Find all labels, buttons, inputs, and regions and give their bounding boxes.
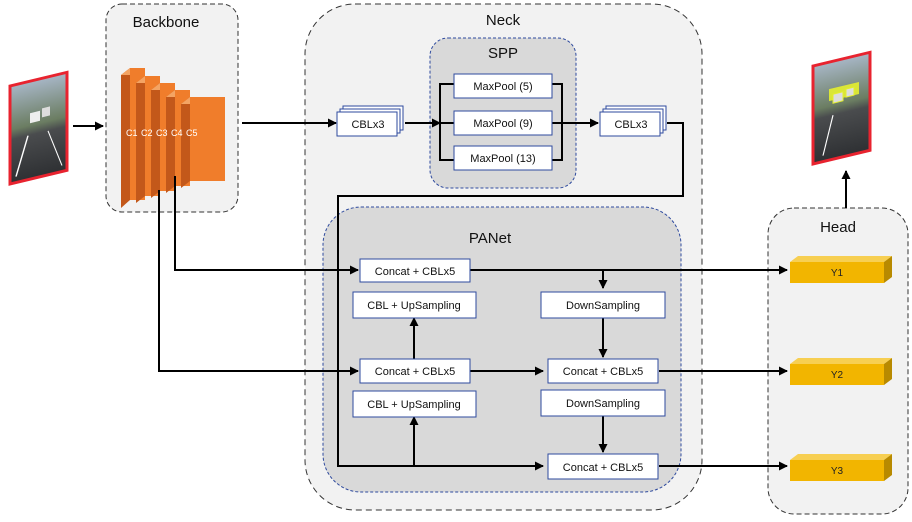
head-title: Head	[820, 219, 856, 236]
maxpool-9-box	[453, 110, 553, 136]
panet-title: PANet	[469, 230, 512, 247]
layer-c5	[181, 97, 225, 188]
concat-mid-label: Concat + CBLx5	[375, 366, 455, 378]
cbl-out-stack	[599, 105, 667, 137]
layer-label-c4: C4	[171, 128, 183, 138]
layer-label-c5: C5	[186, 128, 198, 138]
concat-right-mid-label: Concat + CBLx5	[563, 366, 643, 378]
neck-title: Neck	[486, 12, 521, 29]
up-top-label: CBL + UpSampling	[367, 300, 460, 312]
backbone-title: Backbone	[133, 14, 200, 31]
up-bottom-label: CBL + UpSampling	[367, 399, 460, 411]
concat-top-box	[359, 258, 471, 283]
output-y2	[790, 358, 892, 385]
cbl-in-stack	[336, 105, 404, 137]
cbl-in-label: CBLx3	[351, 119, 384, 131]
down-top-label: DownSampling	[566, 300, 640, 312]
concat-bottom-label: Concat + CBLx5	[563, 462, 643, 474]
down-bottom-box	[540, 389, 666, 417]
panet-panel	[322, 206, 682, 493]
cbl-out-label: CBLx3	[614, 119, 647, 131]
concat-right-mid-box	[547, 358, 659, 384]
down-bottom-label: DownSampling	[566, 398, 640, 410]
input-image	[8, 70, 69, 186]
down-top-box	[540, 291, 666, 319]
up-bottom-box	[352, 390, 477, 418]
output-image	[811, 50, 872, 166]
concat-mid-box	[359, 358, 471, 384]
layer-label-c2: C2	[141, 128, 153, 138]
maxpool-9-label: MaxPool (9)	[473, 118, 532, 130]
maxpool-5-label: MaxPool (5)	[473, 81, 532, 93]
output-y3-label: Y3	[831, 466, 844, 477]
output-y2-label: Y2	[831, 370, 844, 381]
maxpool-13-label: MaxPool (13)	[470, 153, 535, 165]
layer-label-c1: C1	[126, 128, 138, 138]
maxpool-5-box	[453, 73, 553, 99]
output-y1-label: Y1	[831, 268, 844, 279]
output-y1	[790, 256, 892, 283]
concat-top-label: Concat + CBLx5	[375, 266, 455, 278]
backbone-layers: C1 C2 C3 C4 C5	[121, 68, 225, 208]
layer-label-c3: C3	[156, 128, 168, 138]
up-top-box	[352, 291, 477, 319]
concat-bottom-box	[547, 453, 659, 480]
output-y3	[790, 454, 892, 481]
spp-title: SPP	[488, 45, 518, 62]
maxpool-13-box	[453, 145, 553, 171]
connections	[73, 83, 851, 471]
